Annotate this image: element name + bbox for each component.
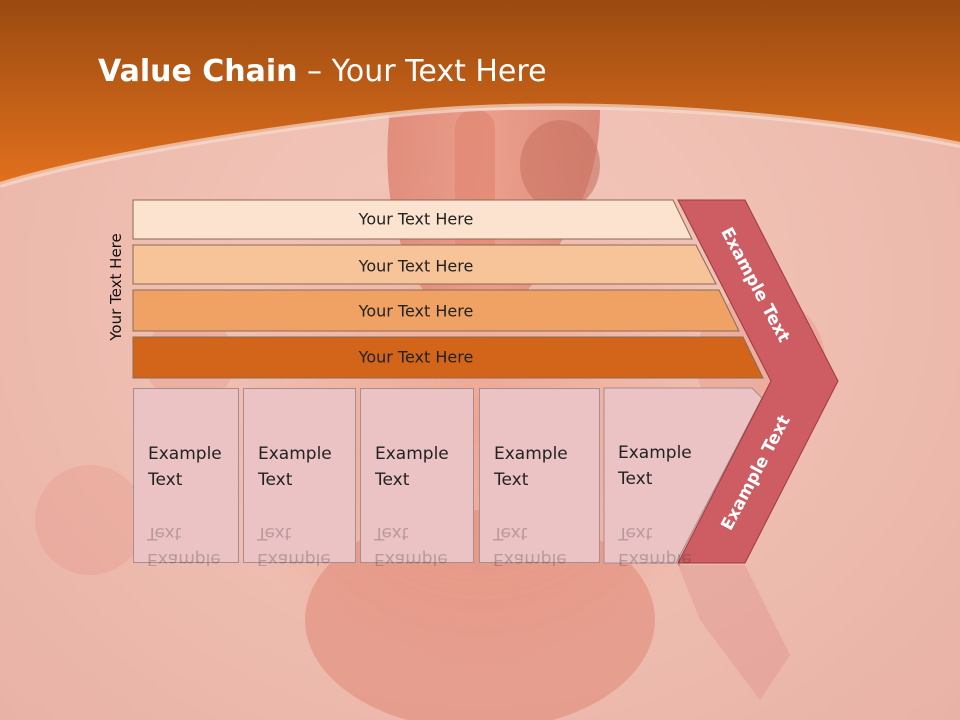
box-2-reflection-line-2: Text [257, 523, 292, 543]
chevron-reflection [678, 565, 790, 700]
box-5-shape [603, 387, 763, 564]
top-band-highlight [0, 103, 960, 188]
title-rest: – Your Text Here [297, 54, 547, 89]
box-3-line-2: Text [375, 470, 410, 490]
box-1-line-1: Example [148, 444, 222, 464]
top-band [0, 0, 960, 185]
bar-label-1: Your Text Here [358, 209, 474, 229]
chevron [677, 199, 839, 564]
box-4-reflection-line-2: Text [493, 523, 528, 543]
box-2-line-2: Text [258, 470, 293, 490]
bar-2 [132, 244, 717, 285]
bar-3 [132, 289, 740, 332]
box-4-line-2: Text [494, 470, 529, 490]
box-3-line-1: Example [375, 444, 449, 464]
box-1-reflection-line-2: Text [147, 523, 182, 543]
box-1-reflection-line-1: Example [147, 549, 221, 566]
box-2-reflection-line-1: Example [257, 549, 331, 566]
box-5-reflection-line-2: Text [618, 523, 653, 543]
box-5-line-1: Example [618, 443, 692, 463]
box-5-reflection-line-1: Example [618, 549, 692, 566]
box-2-line-1: Example [258, 444, 332, 464]
box-1-line-2: Text [148, 470, 183, 490]
box-4-line-1: Example [494, 444, 568, 464]
bar-label-2: Your Text Here [358, 256, 474, 276]
vertical-label: Your Text Here [107, 233, 125, 341]
bar-label-3: Your Text Here [358, 301, 474, 321]
bar-4 [132, 336, 764, 379]
box-3-reflection-line-2: Text [374, 523, 409, 543]
box-4-reflection-line-1: Example [493, 549, 567, 566]
box-5-line-2: Text [618, 469, 653, 489]
box-3-reflection-line-1: Example [374, 549, 448, 566]
slide-title: Value Chain – Your Text Here [98, 54, 547, 89]
bar-1 [132, 199, 693, 240]
title-bold: Value Chain [98, 54, 298, 89]
bar-label-4: Your Text Here [358, 347, 474, 367]
